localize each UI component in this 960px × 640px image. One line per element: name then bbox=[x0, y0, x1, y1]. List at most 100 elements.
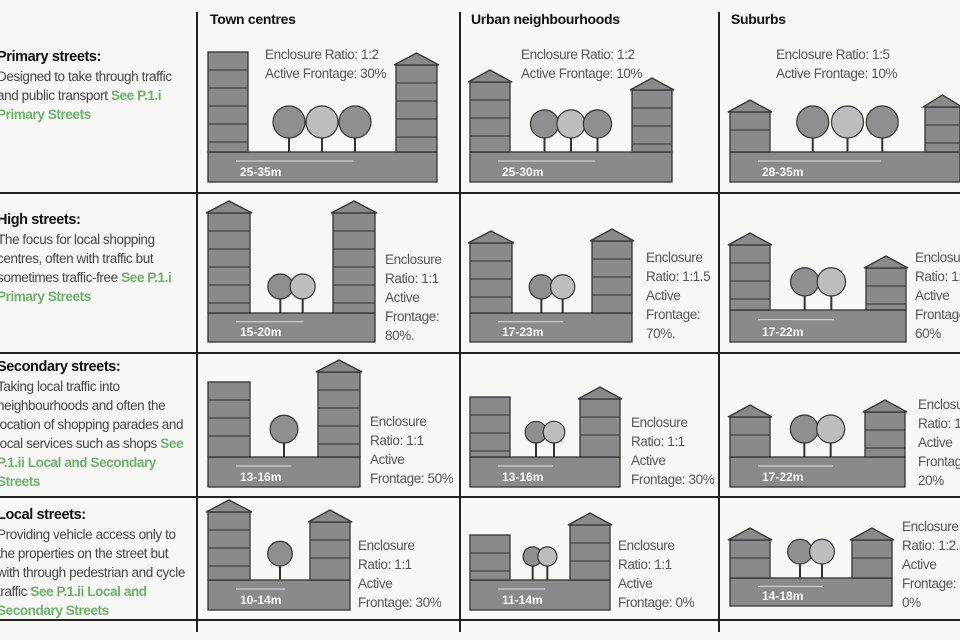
building bbox=[851, 539, 893, 579]
building bbox=[631, 89, 673, 153]
metric-line: Frontage: 30% bbox=[358, 595, 442, 610]
tree bbox=[537, 546, 558, 567]
metric-line: Active bbox=[385, 290, 420, 305]
column-header-urban-neighbourhoods: Urban neighbourhoods bbox=[471, 11, 620, 27]
metric-line: Frontage: 50% bbox=[370, 471, 454, 486]
building-roof bbox=[629, 77, 675, 91]
building bbox=[865, 267, 907, 311]
street-width-label: 25-30m bbox=[502, 165, 543, 179]
street-ground bbox=[207, 579, 351, 611]
metric-line: Frontage: bbox=[385, 309, 440, 324]
building bbox=[729, 244, 771, 311]
metric-line: Active Frontage: 10% bbox=[521, 66, 643, 81]
row-title: Local streets: bbox=[0, 507, 86, 523]
column-header-town-centres: Town centres bbox=[210, 11, 296, 27]
street-ground bbox=[729, 577, 893, 607]
metric-line: Frontage: 0% bbox=[618, 595, 695, 610]
street-ground bbox=[469, 312, 633, 343]
metric-line: Enclosure bbox=[902, 519, 959, 534]
metric-line: Active Frontage: 10% bbox=[776, 66, 898, 81]
building-roof bbox=[205, 200, 253, 214]
tree bbox=[816, 414, 846, 444]
building bbox=[729, 416, 771, 458]
row-title: Primary streets: bbox=[0, 49, 102, 65]
building bbox=[579, 398, 621, 458]
grid-line bbox=[718, 12, 720, 632]
row-text: Providing vehicle access only to the pro… bbox=[0, 527, 185, 599]
building-roof bbox=[467, 230, 515, 244]
street-width-label: 25-35m bbox=[240, 165, 281, 179]
building-roof bbox=[849, 527, 895, 541]
street-ground bbox=[469, 151, 673, 183]
building bbox=[469, 396, 511, 458]
building bbox=[317, 371, 361, 458]
metric-line: Ratio: 1: bbox=[915, 269, 960, 284]
metric-line: Enclosure Ratio: 1:5 bbox=[776, 47, 890, 62]
grid-line bbox=[0, 352, 960, 354]
see-link[interactable]: See P.1.ii Local and Secondary Streets bbox=[0, 584, 147, 618]
metric-line: Enclosure Ratio: 1:2 bbox=[521, 47, 635, 62]
street-width-label: 17-22m bbox=[762, 470, 803, 484]
metric-line: Ratio: 1:1.5 bbox=[646, 269, 711, 284]
tree bbox=[809, 538, 835, 565]
metric-line: Ratio: 1:1 bbox=[385, 271, 439, 286]
row-text: Designed to take through traffic and pub… bbox=[0, 69, 172, 103]
metric-line: Frontage: bbox=[902, 576, 957, 591]
building-roof bbox=[862, 399, 908, 413]
grid-line bbox=[0, 192, 960, 194]
street-width-label: 11-14m bbox=[502, 593, 543, 607]
tree bbox=[289, 273, 316, 300]
metric-line: 80%. bbox=[385, 328, 415, 343]
metric-line: 60% bbox=[915, 326, 941, 341]
row-title: High streets: bbox=[0, 212, 81, 228]
building bbox=[207, 381, 251, 458]
metric-line: Ratio: 1: bbox=[918, 416, 960, 431]
building bbox=[729, 111, 771, 153]
street-ground bbox=[469, 579, 611, 611]
metric-line: Frontage bbox=[918, 454, 960, 469]
row-description: High streets: The focus for local shoppin… bbox=[0, 211, 187, 306]
tree bbox=[269, 414, 299, 444]
see-link[interactable]: See P.1.i Primary Streets bbox=[0, 88, 162, 122]
building-roof bbox=[589, 228, 635, 242]
street-ground bbox=[729, 309, 907, 343]
metric-line: Frontage: 30% bbox=[631, 472, 715, 487]
metric-line: 20% bbox=[918, 473, 944, 488]
grid-line bbox=[0, 619, 960, 621]
building bbox=[207, 212, 251, 314]
building bbox=[569, 524, 611, 581]
tree bbox=[865, 105, 899, 139]
metric-line: 0% bbox=[902, 595, 921, 610]
street-width-label: 13-16m bbox=[502, 470, 543, 484]
see-link[interactable]: See P.1.i Primary Streets bbox=[0, 270, 172, 304]
street-width-label: 10-14m bbox=[240, 593, 281, 607]
metric-line: Active bbox=[918, 435, 953, 450]
metric-line: Frontage: bbox=[646, 307, 701, 322]
building-roof bbox=[577, 386, 623, 400]
tree bbox=[338, 105, 372, 139]
building bbox=[309, 521, 351, 581]
metric-line: Enclosure bbox=[631, 415, 688, 430]
tree bbox=[528, 274, 555, 300]
metric-line: 70%. bbox=[646, 326, 676, 341]
metric-line: Enclosure bbox=[385, 252, 442, 267]
street-width-label: 15-20m bbox=[240, 325, 281, 339]
street-ground bbox=[729, 456, 906, 488]
metric-line: Ratio: 1:1 bbox=[370, 433, 424, 448]
row-text: The focus for local shopping centres, of… bbox=[0, 232, 155, 285]
metric-line: Enclosure bbox=[618, 538, 675, 553]
row-text: Taking local traffic into neighbourhoods… bbox=[0, 379, 184, 451]
metric-line: Frontage bbox=[915, 307, 960, 322]
metric-line: Active bbox=[902, 557, 937, 572]
see-link[interactable]: See P.1.ii Local and Secondary Streets bbox=[0, 436, 184, 489]
row-title: Secondary streets: bbox=[0, 359, 121, 375]
building bbox=[469, 242, 513, 314]
column-header-suburbs: Suburbs bbox=[731, 11, 786, 27]
